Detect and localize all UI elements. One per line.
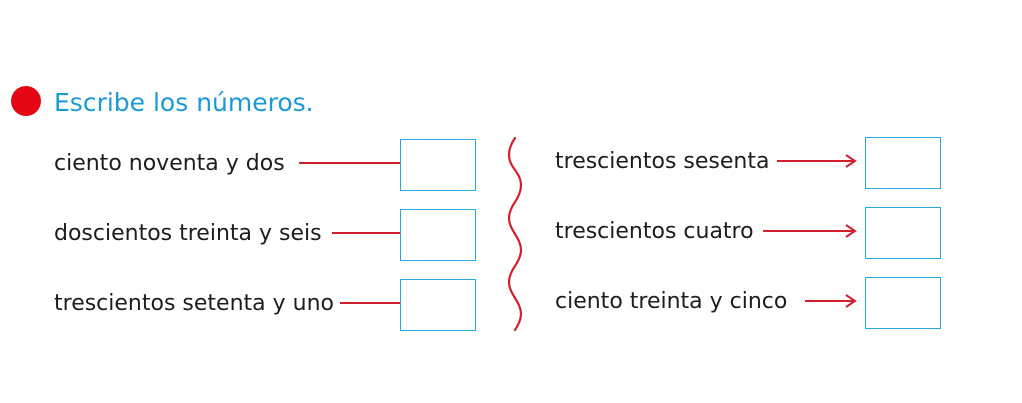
number-words: ciento treinta y cinco [555,289,788,314]
exercise-item: trescientos cuatro [555,207,943,259]
number-words: doscientos treinta y seis [54,221,322,246]
answer-box[interactable] [865,207,941,259]
arrow-right-icon [805,294,857,308]
arrow-right-icon [763,224,857,238]
number-words: ciento noventa y dos [54,151,285,176]
red-dot-icon [11,86,41,116]
exercise-instruction: Escribe los números. [54,88,314,117]
answer-box[interactable] [865,277,941,329]
answer-box[interactable] [400,139,476,191]
exercise-item: doscientos treinta y seis [54,209,480,261]
exercise-item: ciento treinta y cinco [555,277,943,329]
exercise-item: ciento noventa y dos [54,139,480,191]
number-words: trescientos setenta y uno [54,291,334,316]
answer-box[interactable] [865,137,941,189]
answer-box[interactable] [400,279,476,331]
arrow-right-icon [777,154,857,168]
number-words: trescientos sesenta [555,149,770,174]
answer-box[interactable] [400,209,476,261]
wavy-divider [507,136,523,332]
number-words: trescientos cuatro [555,219,754,244]
exercise-item: trescientos setenta y uno [54,279,480,331]
exercise-item: trescientos sesenta [555,137,943,189]
